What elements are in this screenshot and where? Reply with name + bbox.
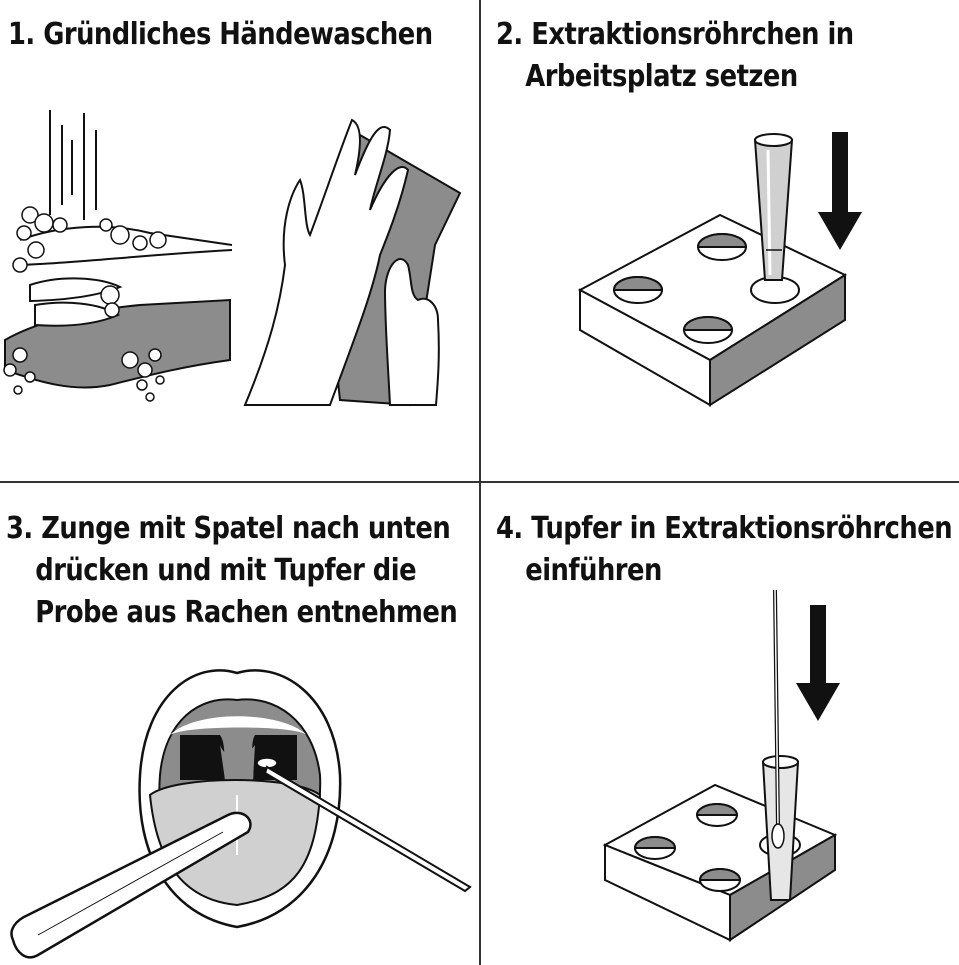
step-2-title: 2. Extraktionsröhrchen in Arbeitsplatz s… <box>496 14 854 98</box>
step-2-line-1: Extraktionsröhrchen in <box>531 17 854 52</box>
step-4-line-1: Tupfer in Extraktionsröhrchen <box>531 511 953 546</box>
horizontal-divider <box>0 481 959 483</box>
step-1-title: 1. Gründliches Händewaschen <box>8 14 433 56</box>
step-3-line-1: Zunge mit Spatel nach unten <box>41 511 451 546</box>
down-arrow-icon <box>796 605 840 721</box>
hands-drying-icon <box>243 118 462 407</box>
tube-rack-icon <box>577 133 848 407</box>
hands-washing-icon <box>3 110 233 402</box>
swab-insert-rack-icon <box>602 589 838 942</box>
swab-icon <box>263 765 472 893</box>
step-1-number: 1. <box>8 17 35 52</box>
tongue-depressor-icon <box>10 811 252 959</box>
down-arrow-icon <box>818 132 862 250</box>
step-3-line-3: Probe aus Rachen entnehmen <box>35 595 458 630</box>
step-2-line-2: Arbeitsplatz setzen <box>525 59 798 94</box>
step-2-number: 2. <box>496 17 523 52</box>
step-4-title: 4. Tupfer in Extraktionsröhrchen einführ… <box>496 508 953 592</box>
step-3-number: 3. <box>6 511 33 546</box>
step-3-title: 3. Zunge mit Spatel nach unten drücken u… <box>6 508 458 634</box>
step-4-line-2: einführen <box>525 553 662 588</box>
step-4-number: 4. <box>496 511 523 546</box>
step-1-line-1: Gründliches Händewaschen <box>43 17 433 52</box>
step-3-line-2: drücken und mit Tupfer die <box>35 553 417 588</box>
